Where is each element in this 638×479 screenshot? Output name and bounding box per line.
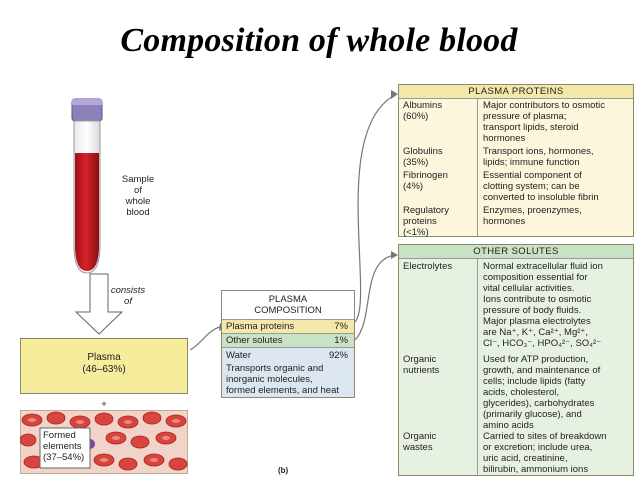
blood-tube-illustration (71, 98, 103, 274)
other-solutes-header: OTHER SOLUTES (399, 245, 633, 259)
plasma-composition-box: PLASMA COMPOSITION Plasma proteins 7% Ot… (221, 290, 355, 398)
composition-row-name: Plasma proteins (226, 321, 295, 332)
solute-name: Organic wastes (403, 431, 437, 453)
solute-description: Normal extracellular fluid ion compositi… (483, 261, 603, 349)
protein-name: Fibrinogen (4%) (403, 170, 448, 192)
plasma-composition-header: PLASMA COMPOSITION (254, 294, 322, 316)
solute-description: Carried to sites of breakdown or excreti… (483, 431, 607, 475)
composition-row-value: 1% (334, 335, 348, 346)
arrow-to-plasma-proteins (354, 94, 396, 323)
plasma-percent: (46–63%) (82, 364, 126, 375)
composition-row-proteins: Plasma proteins 7% (222, 319, 354, 333)
protein-description: Essential component of clotting system; … (483, 170, 599, 203)
formed-elements-label: Formed elements (37–54%) (43, 430, 85, 463)
composition-row-water: Water 92% Transports organic and inorgan… (222, 347, 354, 397)
figure-label: (b) (278, 466, 289, 475)
protein-description: Major contributors to osmotic pressure o… (483, 100, 605, 144)
protein-description: Enzymes, proenzymes, hormones (483, 205, 582, 227)
plasma-name: Plasma (87, 352, 121, 363)
plasma-proteins-header: PLASMA PROTEINS (399, 85, 633, 99)
page-title: Composition of whole blood (120, 22, 518, 59)
composition-row-value: 7% (334, 321, 348, 332)
composition-row-value: 92% (328, 350, 348, 361)
plasma-proteins-table: PLASMA PROTEINS Albumins (60%) Major con… (398, 84, 634, 238)
solute-name: Electrolytes (403, 261, 453, 272)
water-note: Transports organic and inorganic molecul… (226, 363, 340, 396)
protein-description: Transport ions, hormones, lipids; immune… (483, 146, 594, 168)
tube-label: Sample of whole blood (121, 174, 155, 218)
protein-name: Albumins (60%) (403, 100, 443, 122)
plus-sign: + (101, 399, 107, 410)
protein-name: Globulins (35%) (403, 146, 443, 168)
arrow-to-other-solutes (354, 254, 396, 341)
solute-name: Organic nutrients (403, 354, 440, 376)
composition-row-solutes: Other solutes 1% (222, 333, 354, 347)
composition-row-name: Water (226, 350, 251, 361)
consists-of-label: consists of (110, 285, 146, 307)
protein-name: Regulatory proteins (<1%) (403, 205, 449, 238)
plasma-block: Plasma (46–63%) (20, 338, 188, 394)
formed-elements-illustration (20, 410, 188, 474)
tube-blood (75, 153, 99, 271)
other-solutes-table: OTHER SOLUTES Electrolytes Normal extrac… (398, 244, 634, 476)
down-arrow-icon (74, 273, 124, 335)
composition-row-name: Other solutes (226, 335, 283, 346)
solute-description: Used for ATP production, growth, and mai… (483, 354, 601, 431)
arrow-plasma-to-composition (189, 326, 221, 351)
